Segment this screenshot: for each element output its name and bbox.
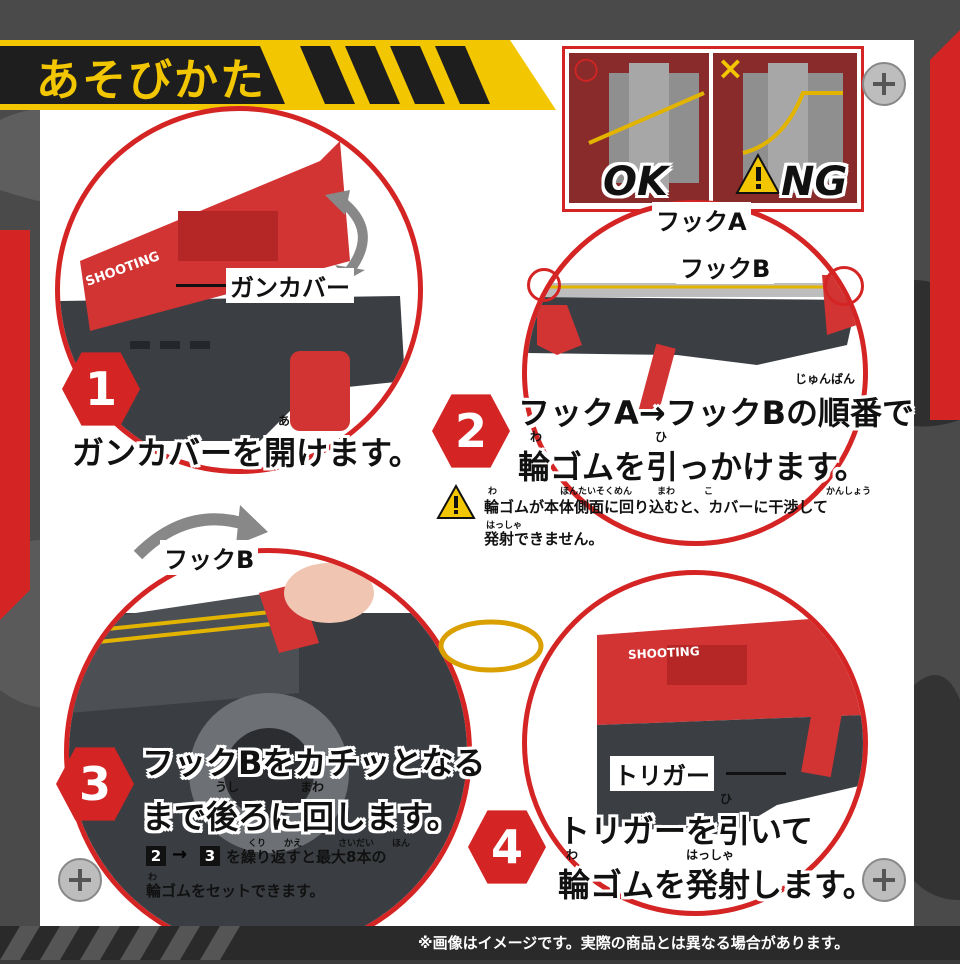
step3-image — [64, 548, 472, 956]
page-title: あそびかた — [36, 55, 266, 106]
warning-ruby-around: まわ — [657, 487, 676, 497]
step3-note-ruby5: わ — [148, 873, 158, 883]
ng-warning-icon — [735, 152, 781, 199]
step3-ruby-back: うし — [215, 780, 240, 794]
ok-ng-panel: ○ × OK NG — [562, 46, 864, 212]
step4-ruby-fire: はっしゃ — [686, 848, 735, 862]
warning-text-line2: 発射できません。 — [484, 530, 604, 548]
step2-text-line2: 輪ゴムを引っかけます。 — [518, 448, 867, 486]
step2-ruby-order: じゅんばん — [795, 372, 856, 386]
step3-ruby-turn: まわ — [300, 780, 325, 794]
step3-text-line2: まで後ろに回します。 — [142, 798, 459, 836]
step2-image — [522, 200, 868, 546]
step3-note-ruby1: くり — [248, 839, 267, 849]
warning-ruby-fire: はっしゃ — [486, 521, 523, 531]
screw-bottom-right — [862, 858, 906, 902]
rubber-band — [436, 616, 546, 680]
ng-photo — [713, 53, 857, 203]
disclaimer: ※画像はイメージです。実際の商品とは異なる場合があります。 — [418, 934, 850, 952]
hook-a-circle — [527, 268, 561, 302]
step3-note-line2: 輪ゴムをセットできます。 — [146, 882, 325, 900]
step1-ruby: あ — [278, 414, 291, 428]
hook-a-label: フックA — [652, 202, 751, 237]
footer-stripe — [0, 926, 960, 960]
step3-note-ruby4: ほん — [392, 839, 411, 849]
step3-note-ruby3: さいだい — [338, 839, 375, 849]
step4-ruby-ring: わ — [566, 848, 579, 862]
trigger-pointer — [726, 772, 786, 775]
step3-note-line1: を繰り返すと最大8本の — [226, 848, 387, 866]
step4-text-line1: トリガーを引いて — [558, 812, 814, 850]
ng-mark: × — [717, 49, 744, 87]
gun-cover-pointer — [176, 284, 226, 287]
step4-image — [522, 570, 868, 916]
warning-icon — [436, 483, 476, 524]
step4-ruby-pull: ひ — [720, 792, 733, 806]
warning-text-line1: 輪ゴムが本体側面に回り込むと、カバーに干渉して — [484, 498, 828, 516]
step3-note-ruby2: かえ — [284, 839, 303, 849]
step3-badge-3: 3 — [200, 846, 220, 866]
step3-arrow: → — [172, 844, 188, 865]
ok-mark: ○ — [573, 51, 600, 86]
screw-bottom-left — [58, 858, 102, 902]
step2-text-line1: フックA→フックBの順番で — [518, 394, 914, 432]
title-banner — [0, 36, 560, 114]
step4-text-line2: 輪ゴムを発射します。 — [558, 866, 875, 904]
ok-label: OK — [603, 159, 668, 205]
hook-b-circle — [824, 266, 864, 306]
ok-photo — [569, 53, 709, 203]
step2-ruby-ring: わ — [530, 430, 543, 444]
step3-text-line1: フックBをカチッとなる — [142, 744, 486, 782]
hook-b-label: フックB — [676, 249, 775, 284]
warning-ruby-body: ほんたいそくめん — [560, 487, 633, 497]
screw-top-right — [862, 62, 906, 106]
trigger-label: トリガー — [610, 756, 714, 791]
hook-b-small-label: フックB — [160, 540, 259, 575]
warning-ruby-into: こ — [704, 487, 714, 497]
gun-cover-label: ガンカバー — [226, 268, 354, 303]
warning-ruby-ring: わ — [488, 487, 498, 497]
step1-text: ガンカバーを開けます。 — [72, 434, 421, 472]
warning-ruby-interfere: かんしょう — [826, 487, 872, 497]
ng-label: NG — [781, 159, 848, 205]
rotate-arrow — [128, 500, 268, 564]
step2-ruby-pull: ひ — [655, 430, 668, 444]
step3-badge-2: 2 — [146, 846, 166, 866]
